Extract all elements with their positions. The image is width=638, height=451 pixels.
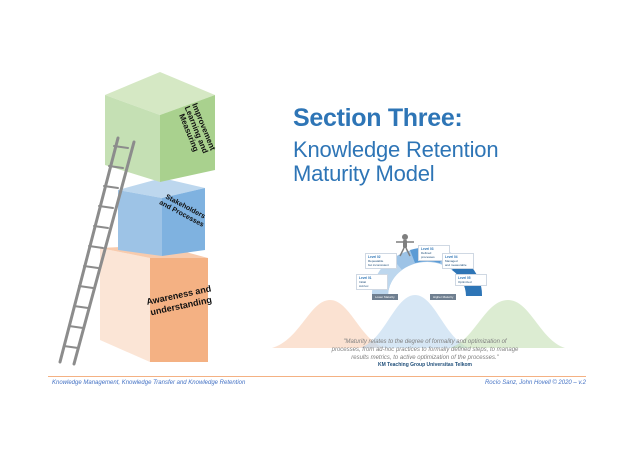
footer-divider: [48, 376, 586, 377]
maturity-level-05-name: Level 05: [458, 276, 471, 280]
footer-right-text: Rocío Sanz, John Hovell © 2020 – v.2: [484, 380, 586, 386]
person-icon: [396, 234, 414, 257]
maturity-level-05: Level 05 Optimized: [455, 274, 487, 286]
maturity-level-01: Level 01 Initial Ad-hoc: [356, 274, 388, 290]
background-hills: [272, 295, 565, 348]
maturity-level-04-name: Level 04: [445, 255, 458, 259]
maturity-quote: "Maturity relates to the degree of forma…: [331, 339, 519, 361]
maturity-level-01-name: Level 01: [359, 276, 372, 280]
maturity-level-03-desc: Defined processes: [421, 251, 435, 259]
quote-credit: KM Teaching Group Universitas Telkom: [378, 362, 472, 368]
maturity-level-01-desc: Initial Ad-hoc: [359, 280, 369, 288]
title-line-2: Knowledge Retention: [293, 137, 499, 162]
maturity-level-04-desc: Managed and measurable: [445, 259, 467, 267]
section-title: Section Three: Knowledge Retention Matur…: [293, 103, 613, 186]
higher-maturity-tag: Higher Maturity: [430, 294, 457, 300]
maturity-level-05-desc: Optimized: [458, 280, 472, 284]
maturity-level-02-desc: Repeatable but inconsistent: [368, 259, 389, 267]
maturity-level-02-name: Level 02: [368, 255, 381, 259]
box-stakeholders: [118, 178, 205, 256]
title-line-3: Maturity Model: [293, 161, 435, 186]
lower-maturity-tag: Lower Maturity: [372, 294, 398, 300]
maturity-level-04: Level 04 Managed and measurable: [442, 253, 474, 269]
maturity-level-03-name: Level 03: [421, 247, 434, 251]
box-awareness: [100, 245, 208, 362]
maturity-level-02: Level 02 Repeatable but inconsistent: [365, 253, 397, 269]
ladder: [58, 136, 136, 366]
box-improvement: [105, 72, 215, 182]
title-line-1: Section Three:: [293, 104, 463, 132]
footer-left-text: Knowledge Management, Knowledge Transfer…: [52, 380, 246, 386]
